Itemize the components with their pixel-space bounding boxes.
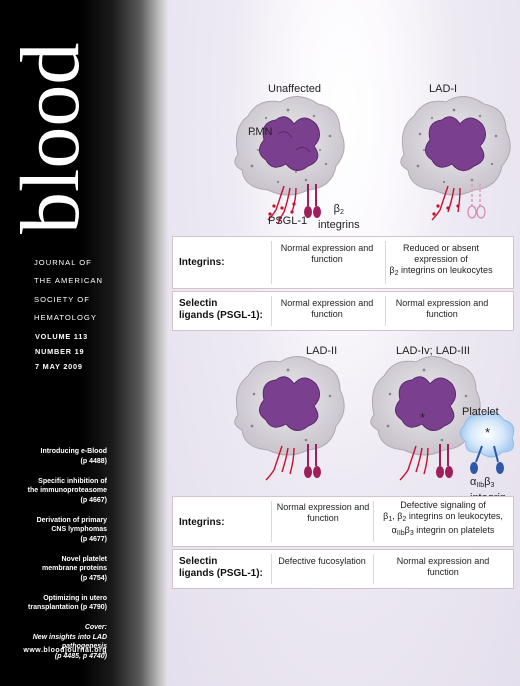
integrins-label: Integrins: [179, 517, 225, 528]
beta-sub: 2 [402, 516, 407, 523]
bottom-selectin-box: Selectin ligands (PSGL-1): Defective fuc… [172, 549, 514, 589]
col-title-unaffected: Unaffected [268, 83, 322, 95]
integrins-unaffected: Normal expression and function [280, 243, 374, 264]
beta-symbol: β [404, 525, 410, 535]
alpha-symbol: α [470, 476, 477, 488]
integrins-lad-i-line2: expression of [414, 254, 468, 264]
selectin-lad-iii: Normal expression and function [396, 556, 490, 577]
selectin-label: Selectin ligands (PSGL-1): [179, 556, 263, 580]
integrins-word: integrins [318, 219, 360, 231]
selectin-unaffected: Normal expression and function [280, 298, 374, 319]
bottom-integrins-box: Integrins: Normal expression and functio… [172, 496, 514, 547]
issue-info: VOLUME 113 NUMBER 19 7 MAY 2009 [35, 329, 88, 374]
contents-item[interactable]: Derivation of primary CNS lymphomas (p 4… [36, 516, 107, 543]
box-divider [385, 241, 386, 284]
selectin-label: Selectin ligands (PSGL-1): [179, 298, 263, 322]
pmn-cell-unaffected [234, 96, 345, 225]
beta3-symbol: β [484, 476, 491, 488]
beta-sub: 2 [394, 270, 399, 277]
box-divider [271, 241, 272, 284]
selectin-label-line2: ligands (PSGL-1): [179, 568, 263, 579]
alpha-sub: IIb [476, 482, 485, 489]
issue-date: 7 MAY 2009 [35, 362, 83, 371]
integrins-lad-i: Reduced or absent expression of β2 integ… [373, 243, 509, 279]
integrins-lad-iii-line1: Defective signaling of [400, 500, 486, 510]
box-divider [271, 296, 272, 326]
box-divider [385, 296, 386, 326]
box-divider [373, 554, 374, 584]
volume: VOLUME 113 [35, 332, 89, 341]
contents-item[interactable]: Cover: New insights into LAD pathogenesi… [32, 624, 107, 660]
beta-symbol: β [383, 511, 389, 521]
journal-url[interactable]: www.bloodjournal.org [23, 647, 107, 654]
integrins-lad-i-line1: Reduced or absent [402, 243, 480, 253]
pmn-label: PMN [248, 126, 273, 138]
pmn-cell-lad-iii [370, 356, 481, 481]
top-cells-illustration [234, 96, 511, 225]
beta-sub: 1 [388, 516, 393, 523]
box-divider [373, 501, 374, 542]
alpha-sub: IIb [396, 530, 405, 537]
top-integrins-box: Integrins: Normal expression and functio… [172, 236, 514, 289]
pmn-cell-lad-ii [234, 356, 345, 481]
col-title-lad-ii: LAD-II [306, 345, 338, 357]
platelet-label: Platelet [462, 406, 499, 418]
integrins-lad-iii: Defective signaling of β1, β2 integrins … [375, 500, 511, 539]
integrins-lad-iii-line2: integrins on leukocytes, [406, 511, 503, 521]
beta2-symbol: β [333, 203, 340, 215]
selectin-label-line1: Selectin [179, 556, 218, 567]
logo-text: blood [18, 43, 84, 234]
psgl-1-label: PSGL-1 [268, 215, 308, 227]
contents-item[interactable]: Novel platelet membrane proteins (p 4754… [42, 555, 107, 582]
journal-name: JOURNAL OF THE AMERICAN SOCIETY OF HEMAT… [34, 258, 103, 322]
col-title-lad-iii: LAD-Iv; LAD-III [396, 345, 470, 357]
beta2-integrins-label: β2 integrins [318, 203, 360, 231]
contents-list: Introducing e-Blood (p 4488) Specific in… [0, 447, 107, 672]
integrins-lad-ii: Normal expression and function [276, 502, 370, 523]
col-title-lad-i: LAD-I [429, 83, 458, 95]
selectin-label-line2: ligands (PSGL-1): [179, 310, 263, 321]
beta3-sub: 3 [490, 482, 495, 489]
beta2-sub: 2 [340, 209, 344, 216]
box-divider [271, 501, 272, 542]
pmn-cell-lad-i [400, 96, 511, 221]
contents-item[interactable]: Optimizing in utero transplantation (p 4… [28, 594, 107, 612]
bottom-cells-illustration [234, 356, 515, 481]
platelet [460, 411, 515, 474]
alpha-symbol: α [391, 525, 397, 535]
blood-logo: blood [18, 43, 84, 234]
integrins-lad-iii-line3: integrin on platelets [413, 525, 495, 535]
selectin-lad-i: Normal expression and function [395, 298, 489, 319]
contents-item[interactable]: Introducing e-Blood (p 4488) [40, 448, 108, 465]
box-divider [271, 554, 272, 584]
star-mark-cell: * [420, 410, 426, 425]
cover-spine [0, 0, 168, 686]
selectin-label-line1: Selectin [179, 298, 218, 309]
contents-item[interactable]: Specific inhibition of the immunoproteas… [27, 477, 107, 504]
selectin-lad-ii: Defective fucosylation [278, 556, 366, 566]
beta-sub: 3 [409, 530, 414, 537]
star-mark-platelet: * [485, 425, 491, 440]
integrins-label: Integrins: [179, 257, 225, 268]
number: NUMBER 19 [35, 347, 85, 356]
beta-symbol: , β [392, 511, 403, 521]
beta-symbol: β [389, 265, 395, 275]
top-selectin-box: Selectin ligands (PSGL-1): Normal expres… [172, 291, 514, 331]
integrins-lad-i-line3: integrins on leukocytes [398, 265, 493, 275]
